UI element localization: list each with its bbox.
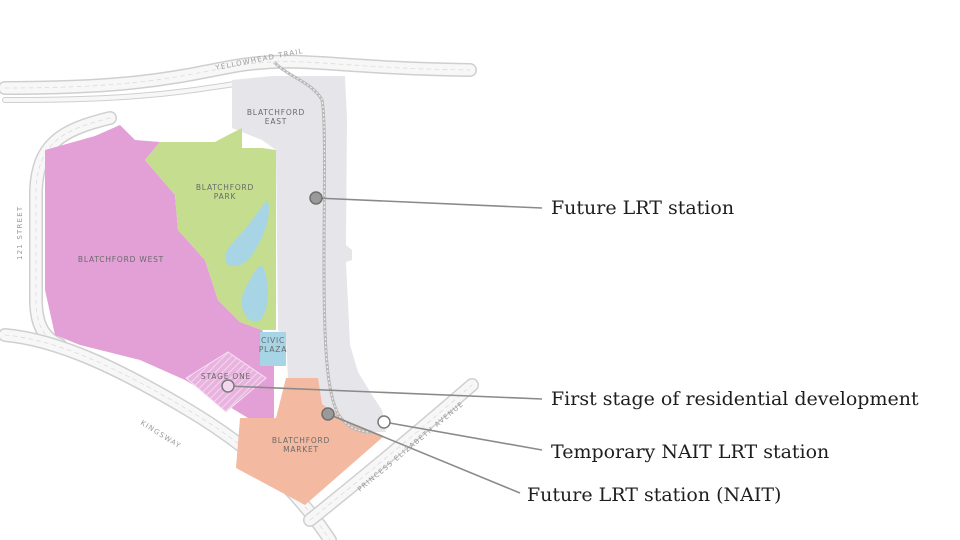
district-label-stage-one: STAGE ONE [201,372,251,381]
district-label-civic-2: PLAZA [259,345,287,354]
blatchford-east-area [232,76,386,432]
callout-line-lrt-future [315,197,543,209]
callout-line-future-nait [327,413,521,494]
lrt-station-marker-future-nait [321,407,335,421]
civic-plaza-area [260,332,286,366]
callout-line-temp-nait [383,421,543,451]
district-label-market-1: BLATCHFORD [272,436,330,445]
callout-future-nait-station: Future LRT station (NAIT) [527,484,781,506]
blatchford-market-area [236,378,384,505]
district-label-civic-1: CIVIC [261,336,285,345]
callout-line-first-stage [227,385,543,400]
pond-lower [241,265,268,322]
district-label-west: BLATCHFORD WEST [78,255,164,264]
lrt-station-marker-temp-nait [377,415,391,429]
district-label-east-1: BLATCHFORD [247,108,305,117]
lrt-station-marker-future [309,191,323,205]
pond-upper [225,200,269,267]
road-label-kingsway: KINGSWAY [139,419,183,450]
callout-future-lrt-station: Future LRT station [551,197,734,219]
blatchford-west-area [45,125,274,418]
road-label-121-street: 121 STREET [16,206,24,260]
callout-first-stage-residential: First stage of residential development [551,388,919,410]
callout-lines [227,197,543,494]
stage-one-marker [221,379,235,393]
district-label-park-2: PARK [214,192,237,201]
callout-temporary-nait-station: Temporary NAIT LRT station [551,441,829,463]
district-label-market-2: MARKET [283,445,319,454]
district-label-park-1: BLATCHFORD [196,183,254,192]
blatchford-park-area [145,128,276,330]
district-label-east-2: EAST [265,117,287,126]
